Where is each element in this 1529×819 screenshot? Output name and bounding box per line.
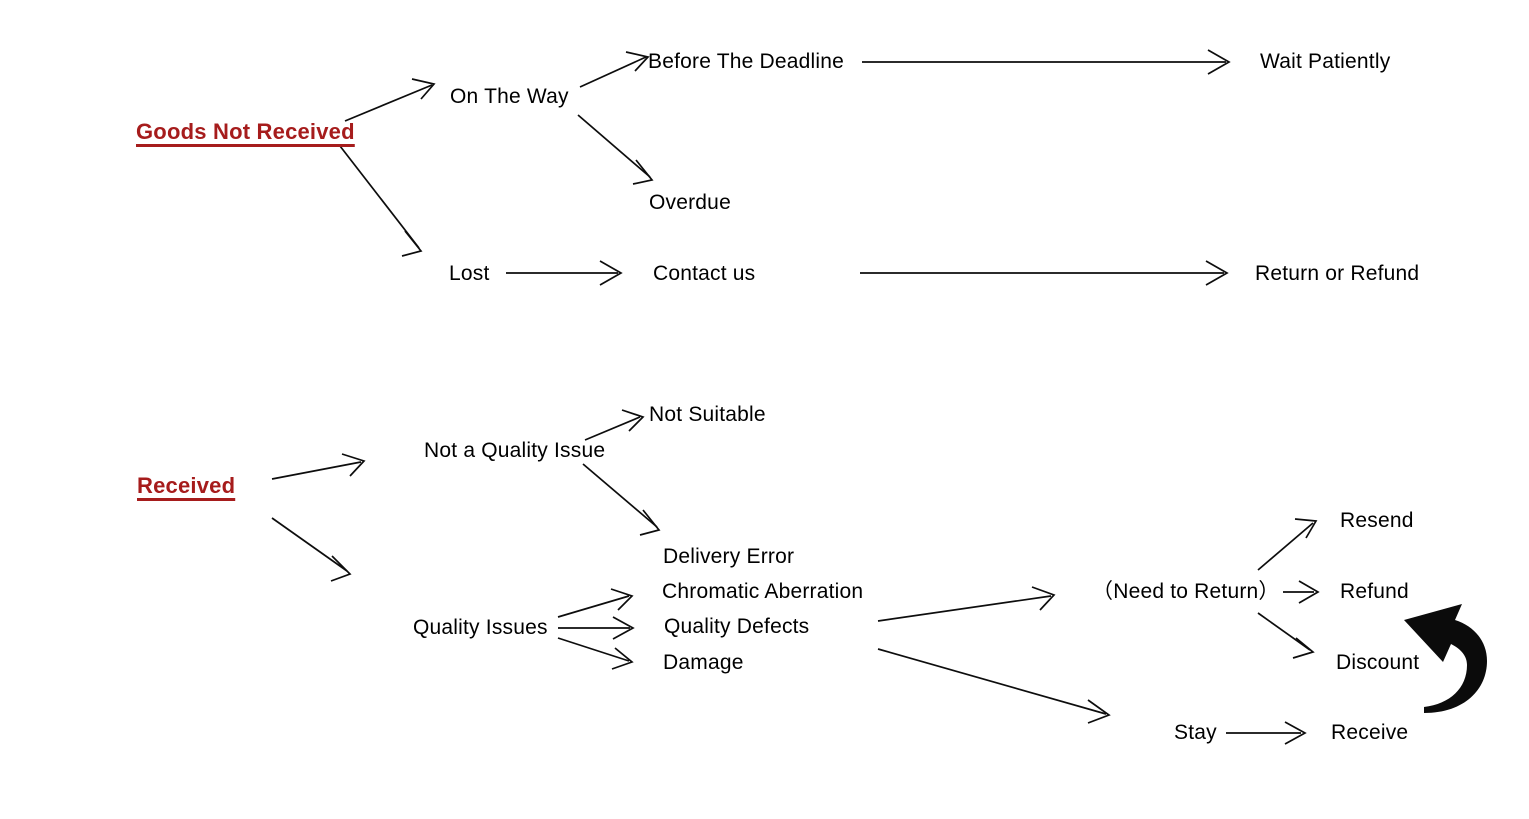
node-lost[interactable]: Lost	[449, 262, 490, 285]
edge-contact-us-to-return-or-refund	[860, 260, 1229, 286]
edge-lost-to-contact-us	[506, 260, 623, 286]
node-contact-us[interactable]: Contact us	[653, 262, 756, 285]
edge-quality-issues-to-damage	[557, 637, 634, 670]
node-not-suitable[interactable]: Not Suitable	[649, 403, 766, 426]
edge-before-the-deadline-to-wait-patiently	[862, 49, 1231, 75]
edge-not-a-quality-issue-to-not-suitable	[584, 409, 645, 441]
node-overdue[interactable]: Overdue	[649, 191, 731, 214]
node-need-to-return[interactable]: （Need to Return）	[1092, 580, 1280, 603]
edge-on-the-way-to-before-the-deadline	[579, 51, 650, 88]
edge-quality-defects-to-need-to-return	[877, 586, 1056, 622]
node-damage[interactable]: Damage	[663, 651, 744, 674]
node-discount[interactable]: Discount	[1336, 651, 1420, 674]
edge-on-the-way-to-overdue	[577, 114, 654, 185]
node-quality-defects[interactable]: Quality Defects	[664, 615, 810, 638]
node-goods-not-received[interactable]: Goods Not Received	[136, 119, 355, 144]
edge-quality-issues-to-chromatic-aberration	[557, 588, 634, 618]
edge-need-to-return-to-discount	[1257, 612, 1315, 659]
node-resend[interactable]: Resend	[1340, 509, 1414, 532]
node-return-or-refund[interactable]: Return or Refund	[1255, 262, 1420, 285]
node-stay[interactable]: Stay	[1174, 721, 1217, 744]
node-received[interactable]: Received	[137, 473, 236, 498]
node-refund[interactable]: Refund	[1340, 580, 1409, 603]
node-before-the-deadline[interactable]: Before The Deadline	[648, 50, 845, 73]
edge-goods-not-received-to-lost	[339, 145, 423, 257]
node-not-a-quality-issue[interactable]: Not a Quality Issue	[424, 439, 606, 462]
edge-not-a-quality-issue-to-delivery-error	[582, 463, 661, 536]
edge-goods-not-received-to-on-the-way	[344, 78, 436, 122]
node-quality-issues[interactable]: Quality Issues	[413, 616, 548, 639]
edge-stay-to-receive	[1226, 721, 1307, 745]
node-wait-patiently[interactable]: Wait Patiently	[1260, 50, 1391, 73]
node-delivery-error[interactable]: Delivery Error	[663, 545, 795, 568]
edge-received-to-not-a-quality-issue	[271, 453, 366, 480]
edge-damage-to-stay	[877, 648, 1111, 724]
node-receive[interactable]: Receive	[1331, 721, 1409, 744]
node-chromatic-aberration[interactable]: Chromatic Aberration	[662, 580, 864, 603]
edge-received-to-quality-issues	[271, 517, 352, 582]
node-on-the-way[interactable]: On The Way	[450, 85, 569, 108]
edge-receive-to-discount-loop-icon	[1404, 604, 1487, 742]
edge-need-to-return-to-refund	[1283, 580, 1320, 604]
edge-quality-issues-to-quality-defects	[558, 616, 635, 640]
edge-need-to-return-to-resend	[1257, 518, 1318, 571]
